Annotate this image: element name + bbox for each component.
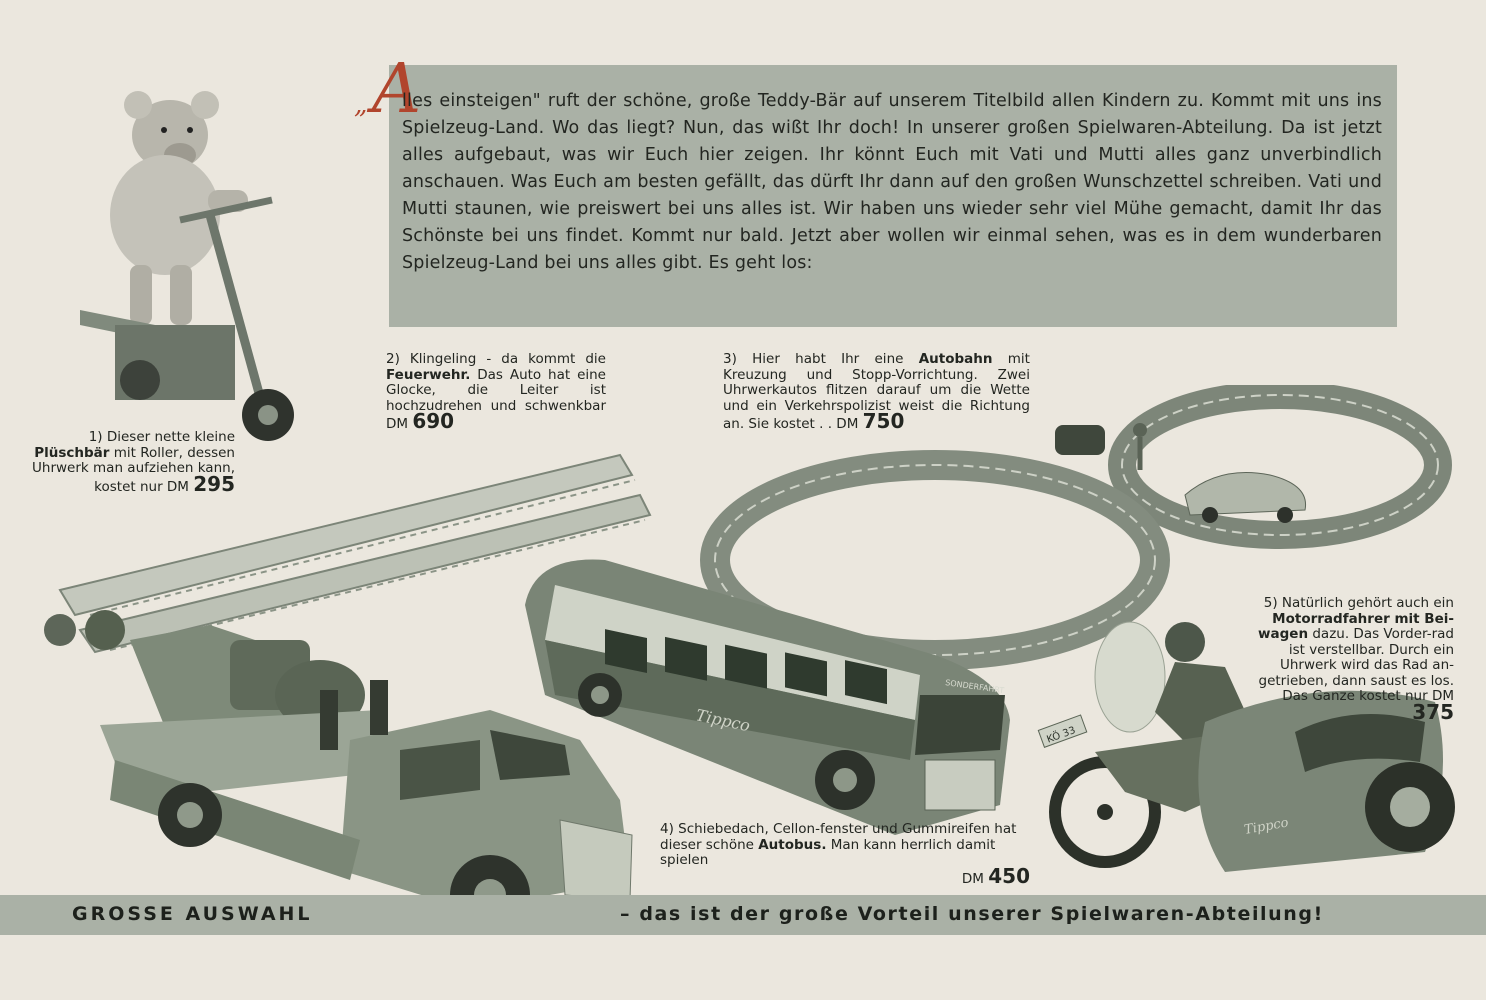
caption-text: 1) Dieser nette kleine bbox=[88, 429, 235, 445]
price: 375 bbox=[1412, 699, 1454, 724]
caption-text: 3) Hier habt Ihr eine bbox=[723, 351, 919, 367]
teddy-scooter-illustration bbox=[80, 91, 294, 441]
price: 750 bbox=[862, 409, 905, 433]
price: 450 bbox=[988, 863, 1030, 888]
caption-product-name: Autobus. bbox=[758, 836, 827, 853]
caption-teddy-scooter: 1) Dieser nette kleine Plüschbär mit Rol… bbox=[10, 429, 235, 496]
caption-text: mit Kreuzung und Stopp-Vorrichtung. Zwei… bbox=[723, 351, 1030, 432]
caption-text: Man kann herrlich damit spielen bbox=[660, 836, 996, 868]
caption-product-name: Feuerwehr. bbox=[386, 366, 471, 383]
caption-text: 4) Schiebedach, Cellon-fenster und Gummi… bbox=[660, 821, 1017, 853]
caption-motorcycle: 5) Natürlich gehört auch ein Motorradfah… bbox=[1240, 595, 1454, 724]
intro-initial: A bbox=[372, 50, 422, 129]
price: 295 bbox=[193, 471, 235, 496]
caption-product-name: Plüschbär bbox=[34, 444, 110, 461]
autobus-illustration: Tippco SONDERFAHRT bbox=[525, 559, 1010, 835]
intro-box bbox=[389, 65, 1397, 327]
caption-product-name: Motorradfahrer mit Bei-wagen bbox=[1258, 610, 1454, 642]
caption-text: 2) Klingeling - da kommt die bbox=[386, 351, 606, 367]
fire-truck-illustration bbox=[44, 453, 652, 935]
caption-text: Das Auto hat eine Glocke, die Leiter ist… bbox=[386, 366, 606, 432]
caption-autobahn: 3) Hier habt Ihr eine Autobahn mit Kreuz… bbox=[723, 351, 1030, 433]
intro-text: lles einsteigen" ruft der schöne, große … bbox=[402, 91, 1382, 273]
footer-band bbox=[0, 895, 1486, 935]
price-label: DM bbox=[961, 870, 989, 887]
caption-product-name: Autobahn bbox=[918, 351, 993, 367]
intro-quote-mark: „ bbox=[354, 90, 368, 120]
footer-slogan: – das ist der große Vorteil unserer Spie… bbox=[620, 903, 1324, 925]
price: 690 bbox=[412, 409, 455, 433]
footer-headline: GROSSE AUSWAHL bbox=[72, 903, 313, 925]
caption-fire-truck: 2) Klingeling - da kommt die Feuerwehr. … bbox=[386, 351, 606, 433]
motorcycle-sidecar-illustration: KÖ 33 Tippco bbox=[1037, 621, 1455, 872]
intro-drop-cap: „ A bbox=[354, 50, 424, 130]
caption-autobus: 4) Schiebedach, Cellon-fenster und Gummi… bbox=[660, 821, 1030, 888]
caption-text: 5) Natürlich gehört auch ein bbox=[1263, 595, 1454, 611]
caption-text: mit Roller, dessen Uhrwerk man aufziehen… bbox=[32, 444, 235, 495]
caption-text: dazu. Das Vorder-rad ist verstellbar. Du… bbox=[1258, 626, 1454, 704]
